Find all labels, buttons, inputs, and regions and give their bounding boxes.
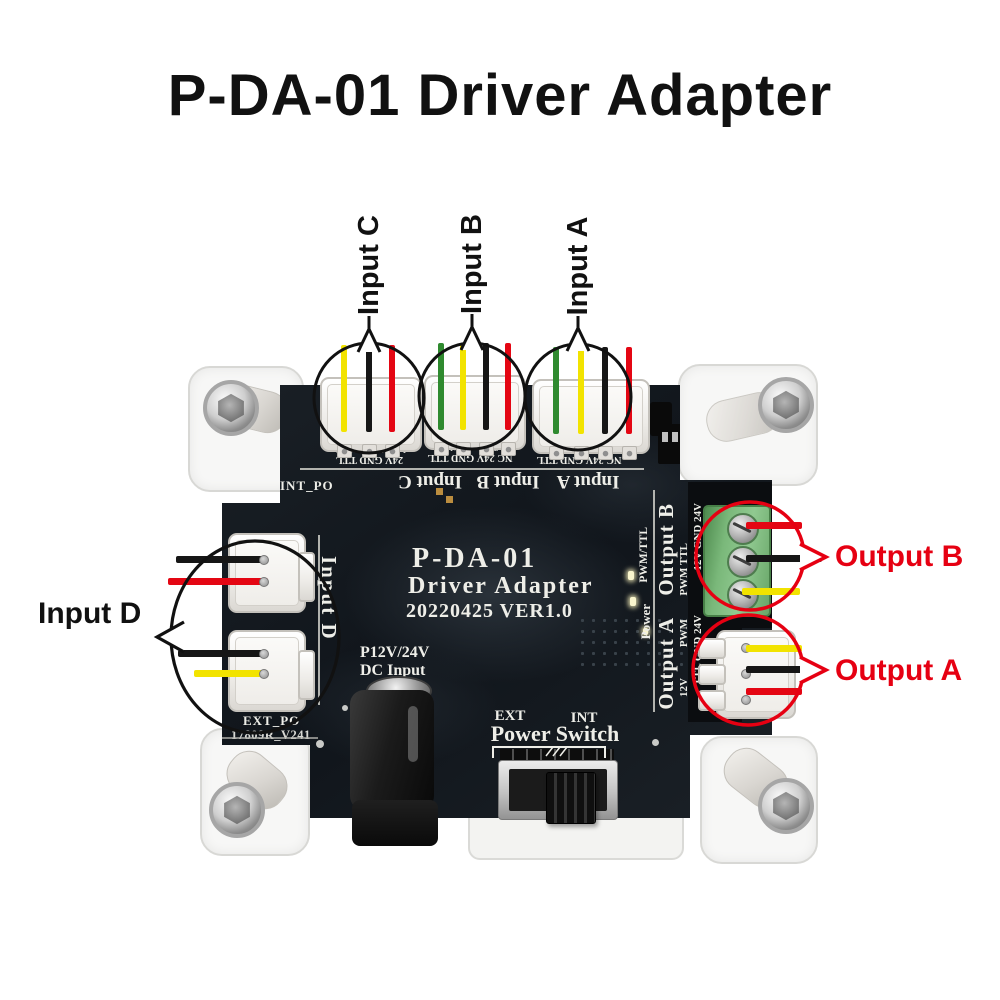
- silk-dc-line1: P12V/24V: [360, 644, 430, 661]
- callout-circle-input-a: [523, 342, 633, 452]
- connector-pin: [259, 649, 269, 659]
- page-title: P-DA-01 Driver Adapter: [167, 63, 833, 128]
- via-dot: [342, 705, 348, 711]
- connector-pin: [259, 555, 269, 565]
- input-d-wire-red: [168, 578, 268, 585]
- callout-label-input-b: Input B: [456, 214, 488, 314]
- callout-notch-output-b: [799, 542, 830, 572]
- input-b-wire-green: [438, 343, 444, 430]
- input-b-wire-yellow: [460, 343, 466, 430]
- silk-dc-input: P12V/24V DC Input: [360, 644, 480, 680]
- input-d-wire-yellow: [194, 670, 266, 677]
- switch-bracket: [492, 746, 606, 758]
- connector-pin: [598, 446, 613, 460]
- connector-pin: [622, 446, 637, 460]
- output-b-wire-black: [746, 555, 822, 562]
- output-b-wire-red: [746, 522, 802, 529]
- silk-model: P-DA-01: [412, 543, 538, 574]
- solder-pad: [436, 488, 443, 495]
- acrylic-edge-line: [222, 737, 318, 739]
- input-d-wire-black2: [178, 650, 266, 657]
- connector-pin: [434, 442, 449, 456]
- callout-circle-input-d: [169, 539, 341, 735]
- connector-pin: [741, 695, 751, 705]
- callout-notch-input-b: [459, 323, 485, 351]
- output-a-wire-black: [746, 666, 822, 673]
- connector-input-d-lower-latch: [298, 650, 315, 700]
- callout-label-output-b: Output B: [835, 540, 964, 573]
- silk-product: Driver Adapter: [408, 573, 594, 599]
- silk-int-po: INT_PO: [280, 478, 334, 493]
- callout-circle-output-b: [694, 500, 806, 612]
- output-b-wire-yellow: [742, 588, 800, 595]
- callout-notch-input-c: [356, 325, 382, 353]
- corner-screw-top-left: [203, 380, 259, 436]
- connector-pin: [259, 577, 269, 587]
- via-dot: [652, 739, 659, 746]
- input-c-wire-red: [389, 345, 395, 432]
- silkscreen-line: [653, 490, 655, 712]
- callout-label-input-a: Input A: [562, 216, 594, 316]
- jack-body: [350, 690, 434, 810]
- corner-screw-top-right: [758, 377, 814, 433]
- callout-circle-input-b: [417, 341, 527, 451]
- callout-label-input-c: Input C: [353, 215, 385, 315]
- callout-label-output-a: Output A: [835, 654, 963, 687]
- silk-power-switch: Power Switch: [490, 721, 620, 746]
- jack-base: [352, 800, 438, 846]
- callout-notch-output-a: [799, 655, 830, 685]
- status-led: [628, 571, 634, 580]
- silk-ext-po: EXT_PO: [243, 713, 301, 728]
- silk-dc-line2: DC Input: [360, 662, 426, 679]
- switch-top-strip: [500, 749, 614, 762]
- input-c-wire-yellow: [341, 345, 347, 432]
- power-switch-knob: [546, 772, 596, 824]
- switch-bracket-hatch: [545, 746, 568, 757]
- status-led: [630, 597, 636, 606]
- solder-pad: [446, 496, 453, 503]
- connector-shell: [235, 540, 299, 606]
- corner-screw-bottom-right: [758, 778, 814, 834]
- connector-shell: [431, 382, 519, 443]
- input-a-wire-red: [626, 347, 632, 434]
- input-b-wire-black: [483, 343, 489, 430]
- output-a-wire-yellow: [746, 645, 802, 652]
- input-a-wire-green: [553, 347, 559, 434]
- callout-notch-input-a: [565, 324, 591, 352]
- terminal-screw: [727, 513, 759, 545]
- header-pin: [672, 432, 678, 442]
- dc-barrel-jack: [346, 676, 438, 846]
- connector-pin: [362, 444, 377, 458]
- connector-pin: [259, 669, 269, 679]
- silkscreen-line: [300, 468, 644, 470]
- via-dot: [316, 740, 324, 748]
- input-c-wire-black: [366, 345, 372, 432]
- silkscreen-line: [318, 535, 320, 705]
- callout-circle-input-c: [312, 341, 426, 455]
- callout-label-input-d: Input D: [38, 597, 142, 630]
- silk-ext: EXT: [494, 708, 526, 724]
- terminal-screw: [727, 546, 759, 578]
- input-d-wire-black: [176, 556, 266, 563]
- output-a-prong: [698, 664, 726, 685]
- callout-circle-output-a: [691, 613, 805, 727]
- silk-version: 20220425 VER1.0: [406, 600, 573, 622]
- silk-int: INT: [570, 710, 598, 726]
- jack-highlight: [408, 706, 418, 762]
- pin-header: [658, 424, 684, 464]
- input-a-wire-black: [602, 347, 608, 434]
- connector-pin: [501, 442, 516, 456]
- corner-screw-bottom-left: [209, 782, 265, 838]
- input-a-wire-yellow: [578, 347, 584, 434]
- via-grid: [577, 615, 687, 667]
- input-b-wire-red: [505, 343, 511, 430]
- status-led: [643, 628, 648, 635]
- connector-input-d-upper: [228, 533, 306, 613]
- callout-notch-input-d: [153, 620, 185, 654]
- header-pin: [662, 432, 668, 442]
- output-a-wire-red: [746, 688, 802, 695]
